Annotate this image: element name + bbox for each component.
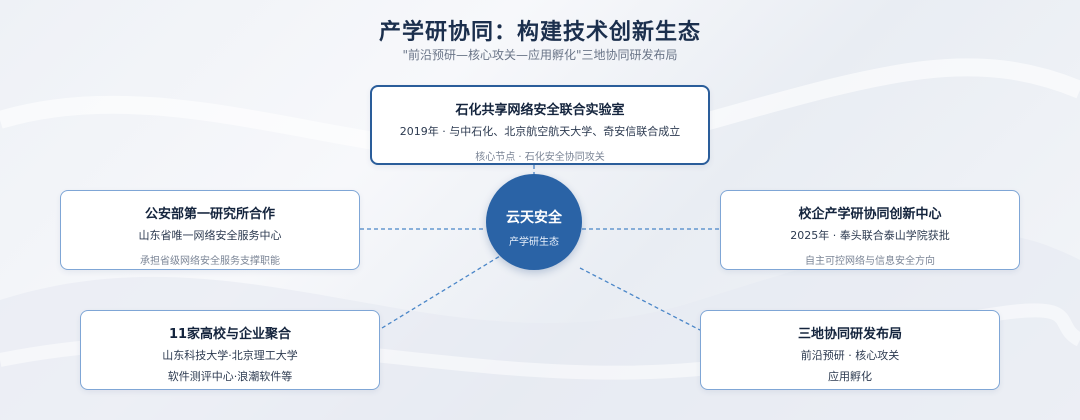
node-detail: 软件测评中心·浪潮软件等 [167,370,293,383]
node-note: 核心节点 · 石化安全协同攻关 [475,152,605,163]
node-detail: 山东科技大学·北京理工大学 [162,349,298,362]
node-card-left-upper: 公安部第一研究所合作 山东省唯一网络安全服务中心 承担省级网络安全服务支撑职能 [60,190,360,270]
node-detail: 山东省唯一网络安全服务中心 [138,229,282,242]
page-title: 产学研协同：构建技术创新生态 [378,20,701,45]
node-card-right-upper: 校企产学研协同创新中心 2025年 · 奉头联合泰山学院获批 自主可控网络与信息… [720,190,1020,270]
node-title: 三地协同研发布局 [797,327,902,342]
node-title: 公安部第一研究所合作 [144,207,275,222]
node-detail: 应用孵化 [828,370,872,383]
node-title: 校企产学研协同创新中心 [798,207,942,222]
node-note: 承担省级网络安全服务支撑职能 [140,256,280,267]
node-detail: 2019年 · 与中石化、北京航空航天大学、奇安信联合成立 [399,125,681,138]
center-hub: 云天安全 产学研生态 [486,174,582,270]
node-card-top: 石化共享网络安全联合实验室 2019年 · 与中石化、北京航空航天大学、奇安信联… [370,85,710,165]
node-detail: 2025年 · 奉头联合泰山学院获批 [790,229,950,242]
connector-right-lower [579,267,701,331]
node-card-left-lower: 11家高校与企业聚合 山东科技大学·北京理工大学 软件测评中心·浪潮软件等 [80,310,380,390]
node-title: 11家高校与企业聚合 [168,327,292,342]
node-detail: 前沿预研 · 核心攻关 [800,349,900,362]
node-note: 自主可控网络与信息安全方向 [805,256,935,267]
hub-name: 云天安全 [506,210,562,226]
page-subtitle: "前沿预研—核心攻关—应用孵化"三地协同研发布局 [402,48,678,62]
node-card-right-lower: 三地协同研发布局 前沿预研 · 核心攻关 应用孵化 [700,310,1000,390]
connector-left-lower [381,255,501,329]
node-title: 石化共享网络安全联合实验室 [455,103,625,118]
hub-subtitle: 产学研生态 [509,237,559,248]
